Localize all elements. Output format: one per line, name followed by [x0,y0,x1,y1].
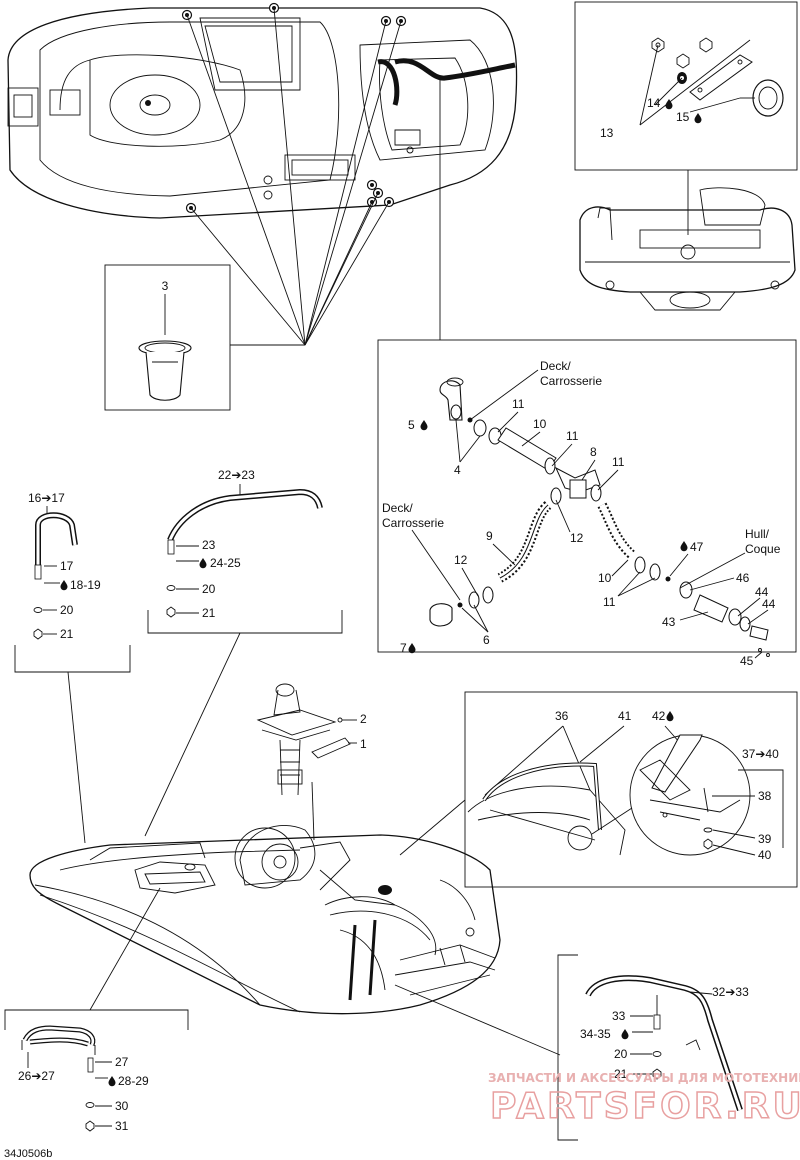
callout-11-d: 11 [603,595,616,609]
callout-21-c: 21 [614,1067,628,1081]
callout-44-b: 44 [762,597,776,611]
grab-handle-26-group: 26➔27 27 28-29 30 31 [4,1009,189,1133]
grab-handle-22-group: 22➔23 23 24-25 20 21 [144,468,343,837]
callout-43: 43 [662,615,676,629]
callout-6: 6 [483,633,490,647]
callout-32-33: 32➔33 [712,985,749,999]
label-hull-1: Hull/ [745,527,770,541]
callout-4: 4 [454,463,461,477]
callout-46: 46 [736,571,750,585]
callout-11-b: 11 [566,429,579,443]
callout-10-a: 10 [533,417,547,431]
callout-45: 45 [740,654,754,668]
callout-31: 31 [115,1119,129,1133]
callout-40: 40 [758,848,772,862]
callout-21-a: 21 [60,627,74,641]
callout-2: 2 [360,712,367,726]
grab-handle-16-group: 16➔17 17 18-19 20 21 [14,491,131,844]
callout-10-b: 10 [598,571,612,585]
callout-20-b: 20 [202,582,216,596]
callout-7: 7 [400,641,407,655]
callout-1: 1 [360,737,367,751]
label-deck-left-1: Deck/ [382,501,413,515]
callout-5: 5 [408,418,415,432]
drain-hose-box: Deck/ Carrosserie 5 4 [377,339,797,668]
deck-top-view [7,2,518,346]
callout-42: 42 [652,709,666,723]
label-deck-left-2: Carrosserie [382,516,444,530]
steering-column: 2 1 [256,683,367,841]
callout-9: 9 [486,529,493,543]
callout-20-c: 20 [614,1047,628,1061]
watermark-caption: ЗАПЧАСТИ И АКСЕССУАРЫ ДЛЯ МОТОТЕХНИКИ [488,1071,800,1085]
callout-11-a: 11 [512,397,525,411]
callout-17: 17 [60,559,74,573]
callout-44-a: 44 [755,585,769,599]
callout-16-17: 16➔17 [28,491,65,505]
callout-12-b: 12 [454,553,468,567]
callout-24-25: 24-25 [210,556,241,570]
callout-11-c: 11 [612,455,625,469]
watermark-logo: PARTSFOR.RU [490,1086,800,1127]
callout-33: 33 [612,1009,626,1023]
drain-plug-box: 13 14 15 [574,1,798,235]
callout-28-29: 28-29 [118,1074,149,1088]
callout-22-23: 22➔23 [218,468,255,482]
callout-26-27: 26➔27 [18,1069,55,1083]
callout-20-a: 20 [60,603,74,617]
callout-13: 13 [600,126,614,140]
callout-14: 14 [647,96,661,110]
diagram-code: 34J0506b [4,1148,52,1160]
label-hull-2: Coque [745,542,781,556]
callout-15: 15 [676,110,690,124]
callout-23: 23 [202,538,216,552]
callout-18-19: 18-19 [70,578,101,592]
callout-39: 39 [758,832,772,846]
boat-main-view [29,799,561,1056]
callout-30: 30 [115,1099,129,1113]
callout-36: 36 [555,709,569,723]
transom-view [579,187,796,311]
watermark: ЗАПЧАСТИ И АКСЕССУАРЫ ДЛЯ МОТОТЕХНИКИ PA… [488,1071,800,1128]
callout-21-b: 21 [202,606,216,620]
callout-27: 27 [115,1055,129,1069]
callout-47: 47 [690,540,704,554]
cup-holder-box: 3 [104,264,231,411]
callout-34-35: 34-35 [580,1027,611,1041]
callout-12-a: 12 [570,531,584,545]
callout-3: 3 [162,279,169,293]
frame-box: 36 41 42 37➔40 38 39 40 [464,691,798,888]
callout-37-40: 37➔40 [742,747,779,761]
grab-handle-32-group: 32➔33 33 34-35 20 21 [557,954,749,1141]
label-deck-top-2: Carrosserie [540,374,602,388]
label-deck-top-1: Deck/ [540,359,571,373]
callout-8: 8 [590,445,597,459]
callout-38: 38 [758,789,772,803]
callout-41: 41 [618,709,632,723]
